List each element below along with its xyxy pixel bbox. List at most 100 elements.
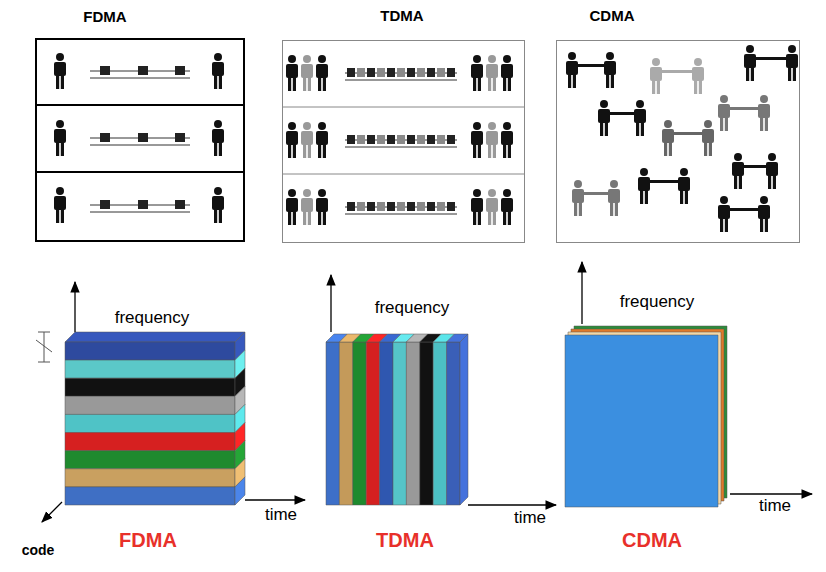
axis-label: frequency xyxy=(620,293,695,312)
time-slot xyxy=(353,342,366,505)
axis-label: frequency xyxy=(375,299,450,318)
link-bar xyxy=(656,70,698,73)
time-slot xyxy=(420,342,433,505)
person-icon xyxy=(501,55,513,91)
person-icon xyxy=(786,45,798,81)
person-icon xyxy=(54,53,66,89)
axis-label: time xyxy=(759,497,791,516)
data-packet xyxy=(407,202,415,211)
axis-label: time xyxy=(514,509,546,528)
frequency-axis xyxy=(581,262,582,324)
person-icon xyxy=(286,189,298,225)
person-icon xyxy=(486,122,498,158)
channel-line xyxy=(345,214,457,215)
person-icon xyxy=(744,45,756,81)
channel-line xyxy=(90,145,190,146)
person-icon xyxy=(286,122,298,158)
cube-side xyxy=(460,334,468,505)
person-icon xyxy=(501,122,513,158)
person-icon xyxy=(212,187,224,223)
data-packet xyxy=(175,66,185,75)
person-icon xyxy=(718,95,730,131)
frequency-axis xyxy=(330,275,331,332)
person-icon xyxy=(638,168,650,204)
scheme-panel: CDMA xyxy=(556,40,800,243)
time-slot xyxy=(393,342,406,505)
person-icon xyxy=(471,55,483,91)
data-packet xyxy=(407,135,415,144)
data-packet xyxy=(100,66,110,75)
time-slot xyxy=(326,342,339,505)
data-packet xyxy=(397,135,405,144)
channel-line xyxy=(345,147,457,148)
person-icon xyxy=(718,196,730,232)
data-packet xyxy=(437,68,445,77)
person-icon xyxy=(316,122,328,158)
person-icon xyxy=(316,55,328,91)
data-packet xyxy=(347,202,355,211)
time-slot xyxy=(406,342,419,505)
person-icon xyxy=(598,100,610,136)
person-icon xyxy=(471,189,483,225)
data-packet xyxy=(427,68,435,77)
frequency-band xyxy=(65,360,235,378)
frequency-band xyxy=(65,342,235,360)
data-packet xyxy=(367,135,375,144)
time-axis xyxy=(730,493,812,494)
person-icon xyxy=(54,120,66,156)
data-packet xyxy=(138,66,148,75)
person-icon xyxy=(212,53,224,89)
data-packet xyxy=(387,68,395,77)
data-packet xyxy=(377,202,385,211)
data-packet xyxy=(138,200,148,209)
data-packet xyxy=(357,68,365,77)
person-icon xyxy=(301,189,313,225)
code-axis xyxy=(42,502,62,522)
person-icon xyxy=(732,153,744,189)
scheme-name: FDMA xyxy=(119,529,177,551)
frequency-axis xyxy=(74,282,75,332)
scheme-panel: TDMA xyxy=(282,40,525,243)
data-packet xyxy=(427,135,435,144)
link-bar xyxy=(750,57,792,60)
time-slot xyxy=(339,342,352,505)
data-packet xyxy=(447,202,455,211)
person-icon xyxy=(54,187,66,223)
data-packet xyxy=(357,135,365,144)
row-divider xyxy=(35,171,245,173)
panel-heading: CDMA xyxy=(590,8,635,25)
person-icon xyxy=(501,189,513,225)
data-packet xyxy=(347,68,355,77)
frequency-band xyxy=(65,414,235,432)
channel-line xyxy=(90,212,190,213)
data-packet xyxy=(397,68,405,77)
data-packet xyxy=(377,135,385,144)
data-packet xyxy=(138,133,148,142)
frequency-band xyxy=(65,487,235,505)
person-icon xyxy=(604,52,616,88)
person-icon xyxy=(766,153,778,189)
row-divider xyxy=(35,104,245,106)
time-slot xyxy=(433,342,446,505)
frequency-band xyxy=(65,451,235,469)
person-icon xyxy=(301,55,313,91)
person-icon xyxy=(702,120,714,156)
cube-side xyxy=(235,477,245,505)
person-icon xyxy=(608,180,620,216)
person-icon xyxy=(662,120,674,156)
data-packet xyxy=(437,135,445,144)
data-packet xyxy=(100,133,110,142)
panel-heading: TDMA xyxy=(380,8,423,25)
panel-heading: FDMA xyxy=(83,9,126,26)
data-packet xyxy=(387,135,395,144)
person-icon xyxy=(634,100,646,136)
axis-label: time xyxy=(265,506,297,525)
channel-line xyxy=(90,78,190,79)
data-packet xyxy=(367,202,375,211)
data-packet xyxy=(367,68,375,77)
data-packet xyxy=(437,202,445,211)
frequency-band xyxy=(65,378,235,396)
data-packet xyxy=(377,68,385,77)
data-packet xyxy=(397,202,405,211)
frequency-band xyxy=(65,469,235,487)
